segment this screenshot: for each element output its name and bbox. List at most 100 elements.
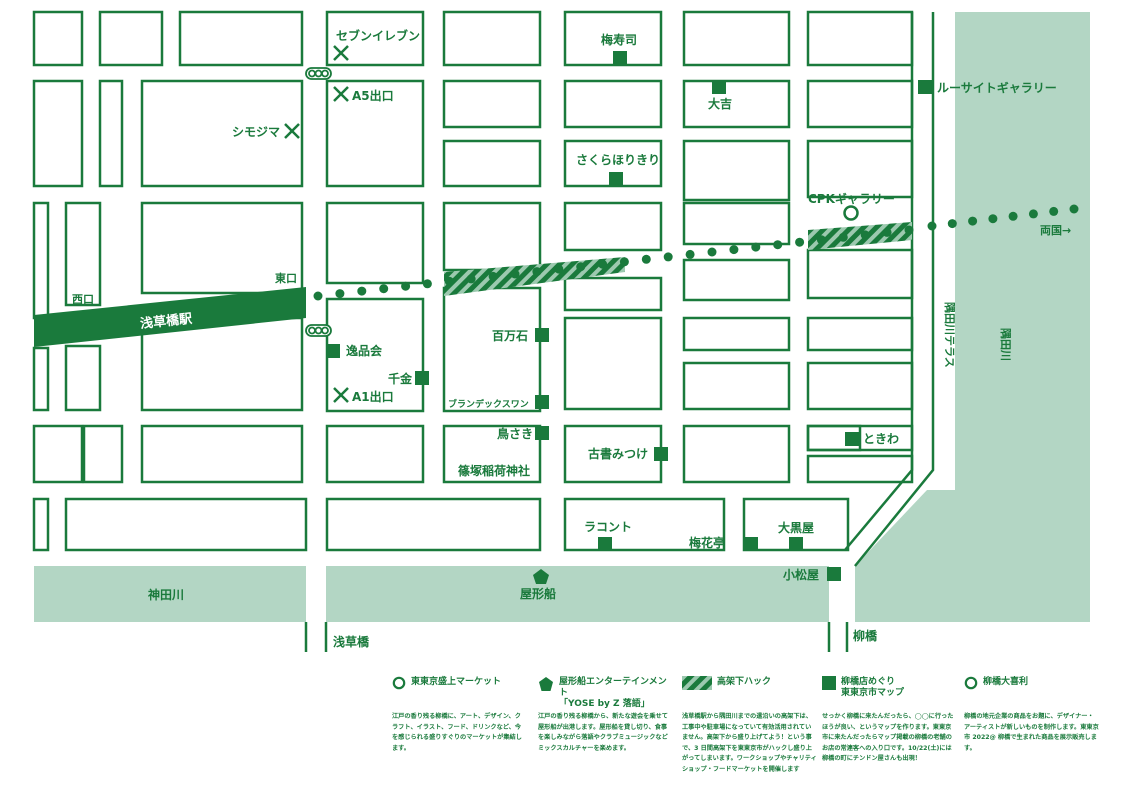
railway-dot [1008, 211, 1018, 221]
store-square-icon [613, 51, 627, 65]
circle-icon [964, 676, 978, 690]
city-block [32, 497, 50, 552]
kanda-river-area [34, 566, 306, 622]
label-tokiwa: ときわ [863, 432, 899, 446]
railway-dot [729, 245, 739, 255]
store-square-icon [326, 344, 340, 358]
city-block [682, 424, 791, 484]
railway-dot [882, 227, 892, 237]
railway-dot [641, 254, 651, 264]
label-ippinkai: 逸品会 [346, 343, 383, 358]
railway-dot [422, 279, 432, 289]
city-block [806, 79, 914, 129]
legend-item-title: 東東京盛上マーケット [411, 677, 502, 687]
label-shinozuka-shrine: 篠塚稲荷神社 [458, 463, 530, 478]
city-block [442, 79, 542, 129]
label-a1-exit: A1出口 [352, 389, 394, 404]
railway-dot [860, 230, 870, 240]
railway-dot [619, 257, 629, 267]
legend-item: 屋形船エンターテインメント 「YOSE by Z 落語」江戸の香り残る柳橋から、… [538, 676, 673, 754]
water-areas [34, 12, 1090, 622]
store-square-icon [535, 426, 549, 440]
label-hyakumangoku: 百万石 [492, 329, 528, 343]
city-block [563, 201, 663, 252]
legend-item-title: 高架下ハック [717, 677, 772, 687]
city-block [98, 79, 124, 188]
label-station: 浅草橋駅 [139, 311, 193, 332]
label-daikokuya: 大黒屋 [778, 520, 814, 535]
city-block [442, 10, 542, 67]
label-daikichi: 大吉 [708, 96, 732, 111]
city-block [32, 201, 50, 320]
railway-dot [488, 271, 498, 281]
city-block [82, 424, 124, 484]
label-a5-exit: A5出口 [352, 88, 394, 103]
exit-x-icon [333, 387, 349, 403]
city-block [682, 10, 791, 67]
label-lacont: ラコント [584, 520, 632, 534]
railway-dot [1069, 204, 1079, 214]
railway-dot [444, 276, 454, 286]
city-block [64, 201, 102, 307]
legend-item: 東東京盛上マーケット江戸の香り残る柳橋に、アート、デザイン、クラフト、イラスト、… [392, 676, 527, 754]
railway-dot [554, 264, 564, 274]
city-block [64, 497, 308, 552]
city-block [98, 10, 164, 67]
legend-item-title: 柳橋大喜利 [983, 677, 1029, 687]
store-square-icon [845, 432, 859, 446]
railway-line-dots [313, 204, 1079, 301]
city-block [806, 139, 914, 199]
legend-item-header: 東東京盛上マーケット [392, 676, 527, 708]
exit-x-icon [333, 45, 349, 61]
station-entrance-icon [305, 67, 332, 80]
label-sakura-horikiri: さくらほりきり [576, 153, 660, 167]
legend: 東東京盛上マーケット江戸の香り残る柳橋に、アート、デザイン、クラフト、イラスト、… [392, 676, 1099, 798]
market-circle-icon [843, 205, 859, 221]
city-block [325, 79, 425, 188]
city-block [682, 139, 791, 202]
city-block [442, 286, 542, 413]
railway-dot [401, 281, 411, 291]
city-block [140, 201, 304, 295]
store-square-icon [598, 537, 612, 551]
legend-item-description: 江戸の香り残る柳橋から、新たな遊会を乗せて屋形船が出港します。屋形船を貸し切り、… [538, 713, 668, 752]
railway-dot [773, 240, 783, 250]
city-block [32, 10, 84, 67]
railway-dot [335, 289, 345, 299]
city-block [806, 454, 914, 484]
river-corner-area [855, 490, 955, 622]
label-higashiguchi: 東口 [275, 271, 297, 285]
city-block [563, 79, 663, 129]
label-sumida-river: 隅田川 [999, 328, 1013, 361]
legend-item-description: 柳橋の地元企業の商品をお題に、デザイナー・アーティストが新しいものを制作します。… [964, 713, 1099, 752]
store-square-icon [415, 371, 429, 385]
city-block [682, 316, 791, 352]
city-block [682, 201, 791, 246]
sumida-river-area [955, 12, 1090, 622]
label-kanda-river: 神田川 [148, 587, 184, 602]
kanda-river-east-area [326, 566, 829, 622]
legend-item-header: 高架下ハック [682, 676, 817, 708]
label-cpk-gallery: CPKギャラリー [808, 191, 895, 206]
label-lucite-gallery: ルーサイトギャラリー [937, 80, 1057, 95]
city-block [806, 10, 914, 67]
city-block [682, 361, 791, 411]
legend-item-header: 柳橋店めぐり 東東京市マップ [822, 676, 957, 708]
railway-dot [707, 247, 717, 257]
city-block [325, 10, 425, 67]
city-block [64, 344, 102, 412]
railway-dot [751, 242, 761, 252]
city-block [32, 424, 84, 484]
railway-dot [357, 286, 367, 296]
city-block [563, 276, 663, 312]
hatch-icon [682, 676, 712, 690]
city-block [682, 79, 791, 129]
railway-dot [576, 262, 586, 272]
railway-dot [663, 252, 673, 262]
store-square-icon [535, 395, 549, 409]
city-block [442, 201, 542, 272]
city-block [178, 10, 304, 67]
city-block [140, 424, 304, 484]
